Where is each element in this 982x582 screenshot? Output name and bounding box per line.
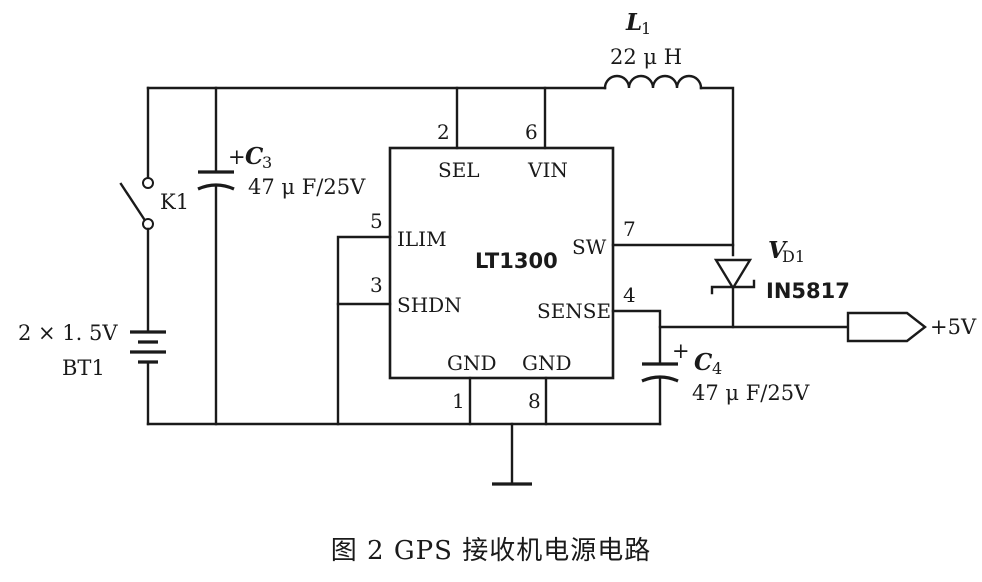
l1-value: 22 μ H (610, 45, 682, 69)
pin-number-7: 7 (623, 217, 636, 241)
pin-number-2: 2 (437, 120, 450, 144)
l1-ref-letter: L (625, 9, 642, 36)
pin-name-vin: VIN (527, 158, 568, 182)
battery-bt1-symbol (130, 330, 166, 364)
output-connector-arrow (846, 311, 927, 343)
pin-name-sense: SENSE (537, 299, 611, 323)
pin-number-4: 4 (623, 283, 636, 307)
l1-ref-sub: 1 (641, 19, 651, 38)
pin-name-sw: SW (572, 235, 607, 259)
vd1-ref-letter: V (768, 237, 788, 264)
output-label: +5V (930, 315, 977, 339)
pin-name-gnd-1: GND (447, 351, 497, 375)
chip-lt1300-body (388, 146, 615, 380)
c4-value: 47 μ F/25V (692, 381, 810, 405)
pin-number-3: 3 (370, 273, 383, 297)
switch-k1-blade (119, 182, 148, 224)
inductor-l1 (603, 74, 703, 90)
figure-caption: 图 2 GPS 接收机电源电路 (330, 536, 652, 566)
c3-ref-letter: C (245, 143, 264, 170)
wire-l1-right (699, 86, 735, 257)
switch-k1-contact-top (142, 177, 154, 189)
pin-number-6: 6 (525, 120, 538, 144)
vd1-ref-sub: D1 (782, 247, 805, 266)
c4-plus: + (672, 339, 690, 363)
wire-pin5 (336, 235, 392, 426)
c4-ref-sub: 4 (712, 359, 722, 378)
pin-name-gnd-8: GND (522, 351, 572, 375)
c3-ref-sub: 3 (262, 153, 272, 172)
c3-value: 47 μ F/25V (248, 175, 366, 199)
switch-k1-contact-bottom (142, 218, 154, 230)
pin-name-sel: SEL (438, 158, 480, 182)
c4-ref-letter: C (694, 349, 713, 376)
pin-number-8: 8 (528, 389, 541, 413)
bt1-label: BT1 (62, 356, 105, 380)
wire-pin4 (611, 309, 662, 364)
c3-plus: + (228, 145, 246, 169)
bt1-value: 2 × 1. 5V (18, 321, 118, 345)
k1-label: K1 (160, 190, 189, 214)
pin-name-ilim: ILIM (397, 227, 447, 251)
pin-name-shdn: SHDN (397, 293, 462, 317)
chip-name: LT1300 (475, 249, 558, 273)
pin-number-5: 5 (370, 209, 383, 233)
circuit-schematic: L 1 22 μ H + C 3 47 μ F/25V K1 2 × 1. 5V… (18, 9, 977, 486)
vd1-value: IN5817 (766, 279, 850, 303)
pin-number-1: 1 (452, 389, 465, 413)
